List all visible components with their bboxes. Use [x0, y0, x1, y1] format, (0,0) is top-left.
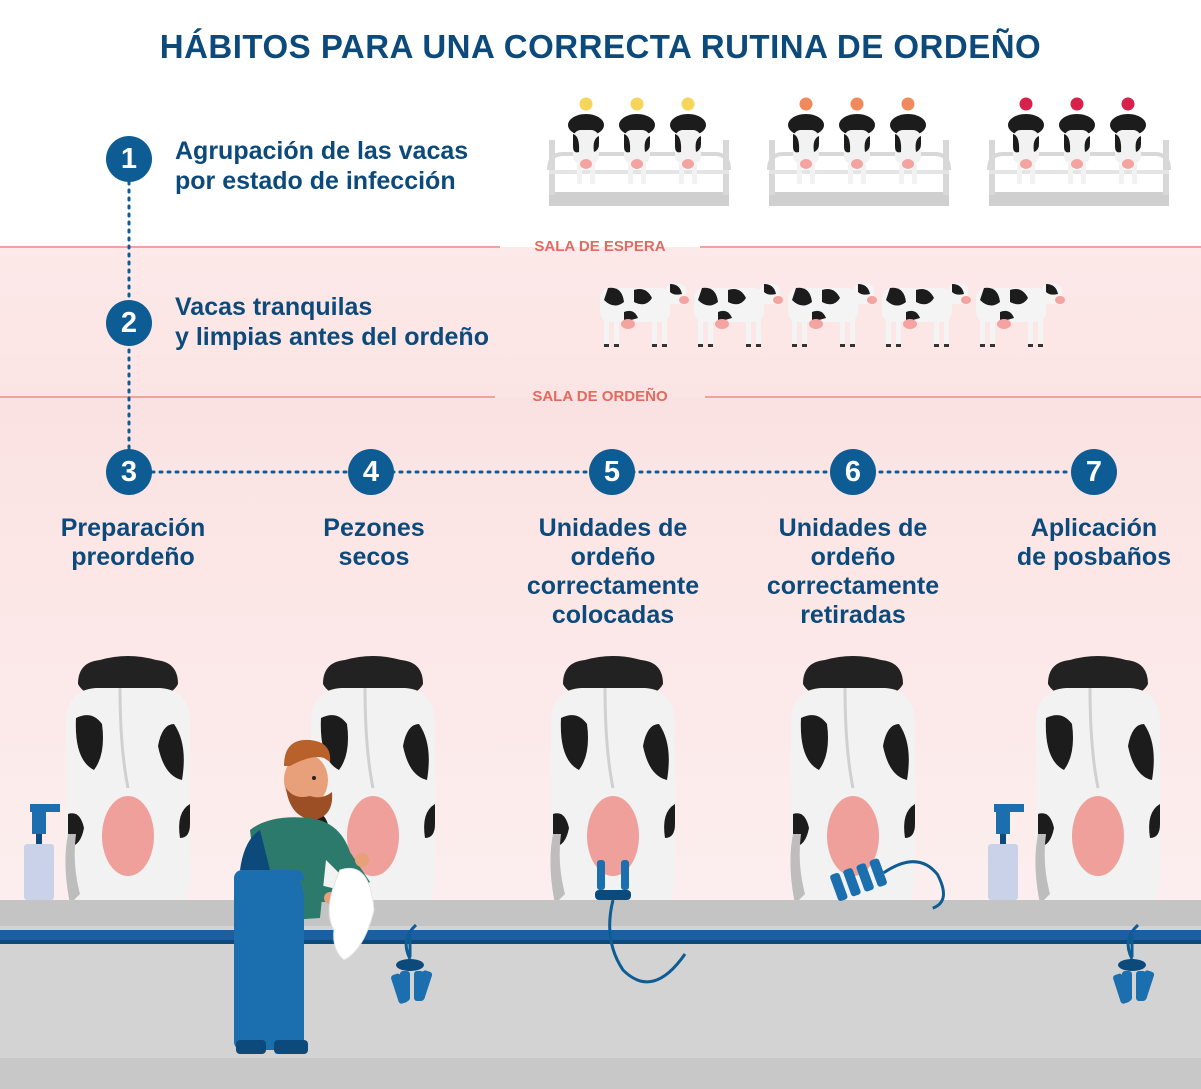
- zone-label-milking: SALA DE ORDEÑO: [532, 388, 668, 405]
- cluster-attached: [595, 860, 687, 984]
- step-label-7: Aplicación de posbaños: [984, 514, 1201, 572]
- step-2-line-1: Vacas tranquilas: [175, 293, 373, 321]
- step-5-line-3: correctamente: [526, 572, 700, 600]
- step-7-line-2: de posbaños: [1016, 543, 1172, 571]
- infection-status-dot-1-1: [579, 97, 593, 111]
- cluster-removed: [830, 858, 945, 910]
- page-title: HÁBITOS PARA UNA CORRECTA RUTINA DE ORDE…: [159, 28, 1042, 65]
- zone-label-waiting: SALA DE ESPERA: [534, 238, 666, 255]
- infection-status-dot-3-3: [1121, 97, 1135, 111]
- step-label-3: Preparación preordeño: [23, 514, 243, 572]
- step-4-line-2: secos: [338, 543, 410, 571]
- step-label-6: Unidades de ordeño correctamente retirad…: [743, 514, 963, 630]
- infection-status-dot-3-1: [1019, 97, 1033, 111]
- step-5-line-1: Unidades de: [538, 514, 688, 542]
- farmer: [234, 739, 375, 1054]
- step-number-3: 3: [106, 449, 152, 495]
- step-6-line-3: correctamente: [766, 572, 940, 600]
- step-7-line-1: Aplicación: [1030, 514, 1158, 542]
- infection-status-dot-2-3: [901, 97, 915, 111]
- step-5-line-4: colocadas: [551, 601, 675, 629]
- step-number-4: 4: [348, 449, 394, 495]
- step-number-5: 5: [589, 449, 635, 495]
- cluster-hanging-left: [388, 923, 435, 1006]
- step-number-7: 7: [1071, 449, 1117, 495]
- pen-group-2: [767, 114, 951, 206]
- step-number-2: 2: [106, 300, 152, 346]
- step-3-line-1: Preparación: [60, 514, 206, 542]
- step-6-line-1: Unidades de: [778, 514, 928, 542]
- infection-status-dot-3-2: [1070, 97, 1084, 111]
- step-3-line-2: preordeño: [71, 543, 195, 571]
- infection-status-dot-2-1: [799, 97, 813, 111]
- step-label-2: Vacas tranquilas y limpias antes del ord…: [175, 292, 489, 352]
- step-1-line-1: Agrupación de las vacas: [175, 137, 469, 165]
- step-5-line-2: ordeño: [570, 543, 656, 571]
- cluster-hanging-right: [1110, 923, 1157, 1006]
- milk-pipeline: [0, 930, 1201, 940]
- step-number-6: 6: [830, 449, 876, 495]
- step-6-line-2: ordeño: [810, 543, 896, 571]
- infection-status-dot-1-2: [630, 97, 644, 111]
- pen-group-1: [547, 114, 731, 206]
- step-label-1: Agrupación de las vacas por estado de in…: [175, 136, 468, 196]
- step-6-line-4: retiradas: [800, 601, 906, 629]
- pen-group-3: [987, 114, 1171, 206]
- step-number-1: 1: [106, 136, 152, 182]
- step-2-line-2: y limpias antes del ordeño: [175, 323, 489, 351]
- infection-status-dot-1-3: [681, 97, 695, 111]
- step-4-line-1: Pezones: [323, 514, 425, 542]
- infection-status-dot-2-2: [850, 97, 864, 111]
- step-1-line-2: por estado de infección: [175, 167, 456, 195]
- step-label-5: Unidades de ordeño correctamente colocad…: [503, 514, 723, 630]
- step-label-4: Pezones secos: [264, 514, 484, 572]
